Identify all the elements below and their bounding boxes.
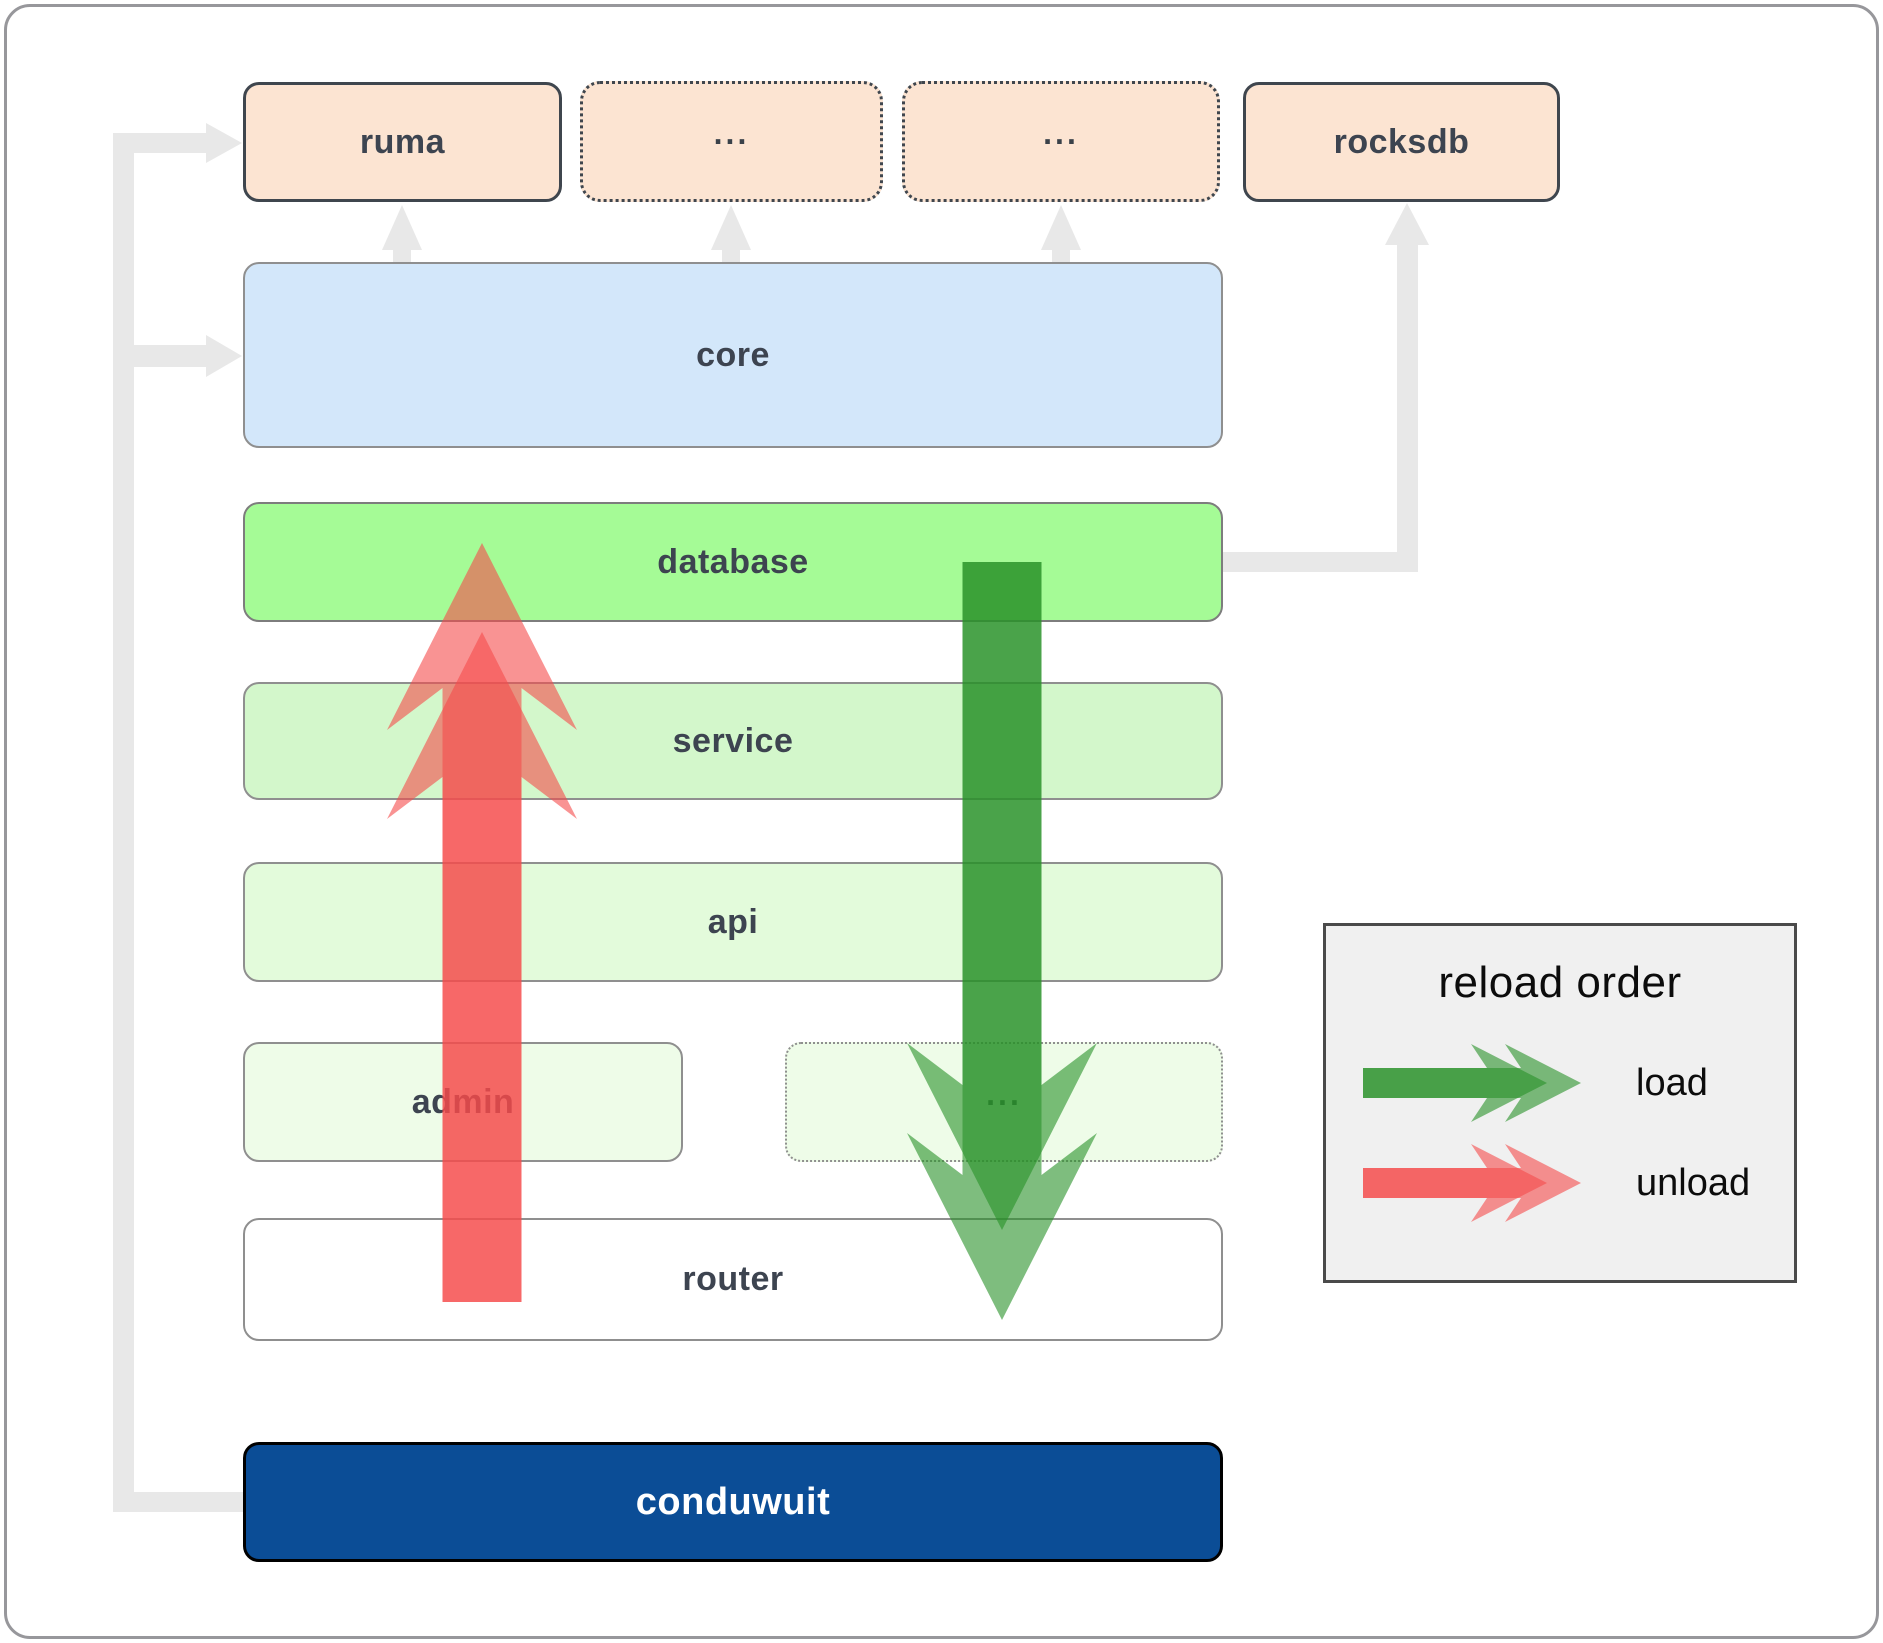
node-admin-more-label: ... <box>986 1075 1022 1112</box>
node-rocksdb-label: rocksdb <box>1333 122 1470 161</box>
node-admin-more: ... <box>785 1042 1223 1162</box>
database-rocksdb-elbow-vertical <box>1397 245 1418 572</box>
database-rocksdb-elbow-horizontal <box>1223 552 1418 572</box>
arrowhead-into-core-icon <box>206 335 242 377</box>
node-core: core <box>243 262 1223 448</box>
legend-title: reload order <box>1438 958 1682 1007</box>
canvas-border <box>4 4 1879 1639</box>
legend-unload-arrow-icon <box>1363 1144 1581 1222</box>
node-ruma-label: ruma <box>359 122 446 161</box>
legend-panel: reload order load unload <box>1323 923 1797 1283</box>
node-conduwuit: conduwuit <box>243 1442 1223 1562</box>
node-admin: admin <box>243 1042 683 1162</box>
arrowhead-core-to-ruma-icon <box>382 205 422 250</box>
arrowhead-into-ruma-icon <box>206 123 242 163</box>
node-router-label: router <box>682 1260 784 1298</box>
node-admin-label: admin <box>411 1082 515 1121</box>
node-core-label: core <box>696 335 770 374</box>
legend-unload-label: unload <box>1636 1162 1751 1204</box>
node-crates-more-1-label: ... <box>713 115 750 151</box>
node-router: router <box>243 1218 1223 1341</box>
node-service-label: service <box>672 721 794 760</box>
node-api-label: api <box>707 902 759 941</box>
conduwuit-connector-arm <box>113 1492 243 1512</box>
arrowhead-core-to-crates2-icon <box>1041 205 1081 250</box>
node-crates-more-2: ... <box>902 81 1220 202</box>
node-database-label: database <box>657 542 809 581</box>
node-crates-more-1: ... <box>580 81 883 202</box>
arrowhead-core-to-crates1-icon <box>711 205 751 250</box>
legend-load-arrow-icon <box>1363 1044 1581 1122</box>
node-crates-more-2-label: ... <box>1043 115 1079 151</box>
arrowhead-into-rocksdb-icon <box>1385 203 1429 245</box>
node-conduwuit-label: conduwuit <box>635 1480 831 1523</box>
node-ruma: ruma <box>243 82 562 202</box>
left-connector-line <box>113 133 134 1512</box>
node-rocksdb: rocksdb <box>1243 82 1560 202</box>
node-database: database <box>243 502 1223 622</box>
node-service: service <box>243 682 1223 800</box>
legend-load-label: load <box>1636 1062 1708 1104</box>
node-api: api <box>243 862 1223 982</box>
